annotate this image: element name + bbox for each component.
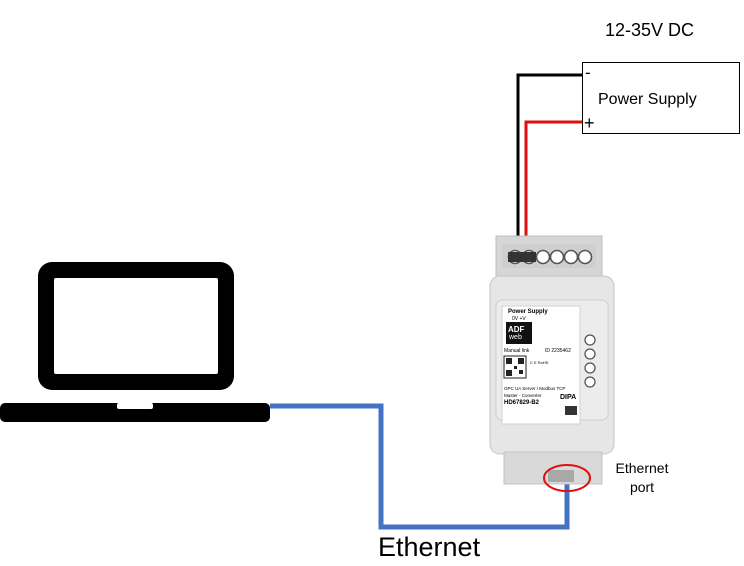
positive-terminal-label: +: [584, 113, 595, 133]
screw-terminals: [507, 249, 593, 265]
negative-terminal-label: -: [585, 63, 591, 82]
device-power-header: Power Supply: [508, 309, 548, 315]
power-supply-label: Power Supply: [598, 91, 697, 108]
device-manual-link: Manual link: [504, 348, 530, 354]
device-cert-text: C E RoHS: [530, 360, 549, 365]
ethernet-cable: [270, 403, 570, 530]
ethernet-port-highlight: [543, 464, 591, 492]
qr-code: [503, 355, 527, 379]
laptop-icon: [0, 262, 270, 422]
negative-wire: [516, 73, 582, 258]
power-supply-box: [582, 62, 740, 134]
device-terminal-labels: 0V +V: [512, 316, 526, 322]
device-role-text: Master - Converter: [504, 393, 542, 398]
ethernet-port-label: Ethernet port: [604, 459, 680, 497]
device-logo-top: ADF: [508, 325, 525, 334]
supply-voltage-label: 12-35V DC: [605, 20, 695, 40]
din-rail-device: [489, 235, 615, 485]
ethernet-port-label-line2: port: [629, 479, 655, 495]
positive-wire: [524, 120, 582, 258]
device-id-text: ID 2235462: [545, 348, 571, 354]
ethernet-cable-label: Ethernet: [378, 532, 481, 562]
device-model-text: OPC UA Server / Modbus TCP: [504, 386, 566, 391]
device-logo-bottom: web: [509, 334, 522, 341]
device-badge: DIPA: [560, 394, 577, 401]
ethernet-port-label-line1: Ethernet: [615, 460, 669, 476]
device-model-code: HD67829-B2: [504, 400, 540, 406]
status-leds: [584, 334, 596, 388]
